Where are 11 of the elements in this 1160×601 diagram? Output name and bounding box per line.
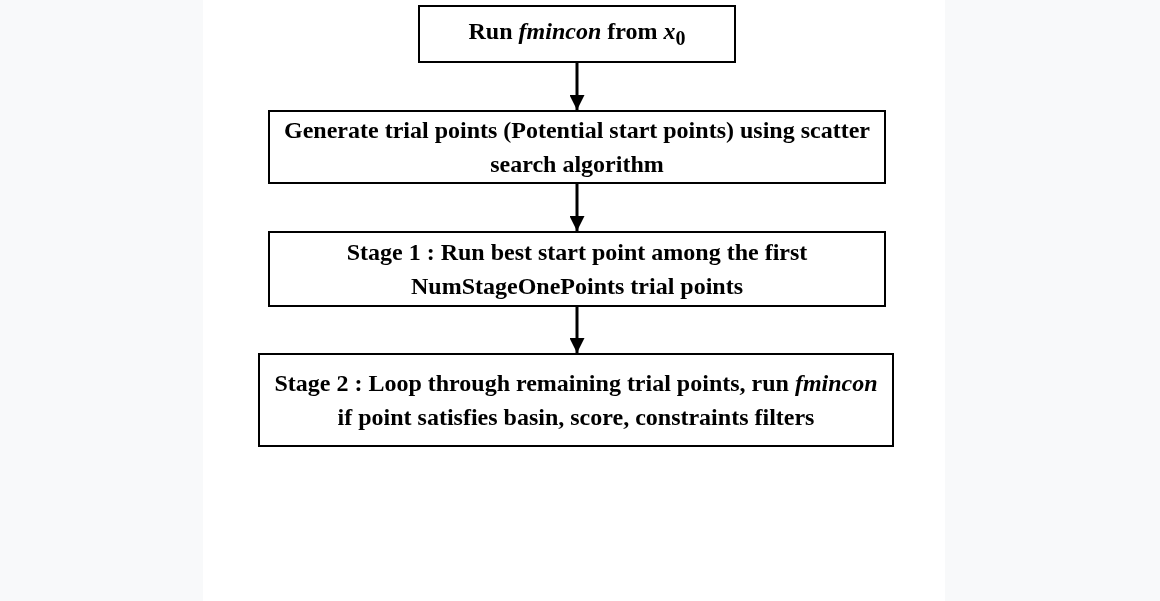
process-box (258, 353, 894, 447)
process-box (418, 5, 736, 63)
process-box (268, 110, 886, 184)
arrow (569, 307, 585, 353)
box-text: Stage 1 : Run best start point among the first NumStageOnePoints trial points (345, 238, 809, 301)
box-text: Run fmincon from x$_{0}$ (468, 16, 686, 51)
arrow (569, 63, 585, 110)
arrow (569, 184, 585, 231)
box-text: Stage 2 : Loop through remaining trial points, run fmincon if point satisfies basin, score, constraints filters (273, 369, 879, 432)
process-box (268, 231, 886, 307)
box-text: Generate trial points (Potential start points) using scatter search algorithm (283, 116, 871, 179)
